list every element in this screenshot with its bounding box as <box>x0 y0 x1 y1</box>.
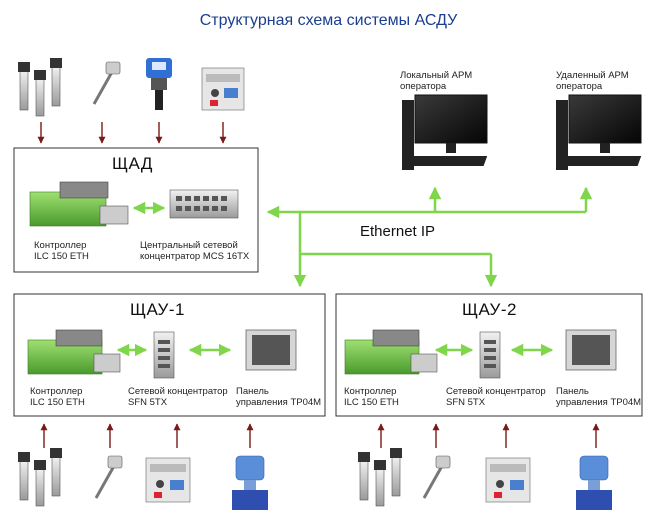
operator-panel-label: Панель управления TP04M <box>236 386 322 408</box>
controller-label: Контроллер ILC 150 ETH <box>34 240 89 262</box>
ethernet-bus <box>266 186 593 288</box>
cabinet-shad-title: ЩАД <box>112 154 153 173</box>
temperature-probe-icon <box>422 455 451 499</box>
central-hub-icon <box>169 189 239 219</box>
pressure-sensors-icon <box>18 58 62 117</box>
sensor-arrows-bottom-right <box>377 423 600 448</box>
valve-actuator-icon <box>576 455 612 510</box>
network-hub-icon <box>153 331 175 379</box>
workstation-local-label: Локальный АРМ оператора <box>400 70 473 92</box>
workstation-remote-icon <box>556 94 642 170</box>
cabinet-shau1-title: ЩАУ-1 <box>130 300 185 319</box>
network-label: Ethernet IP <box>360 223 436 240</box>
controller-icon <box>344 329 438 375</box>
relay-icon <box>201 67 245 111</box>
cabinet-shau2-frame <box>335 293 643 417</box>
network-hub-label: Сетевой концентратор SFN 5TX <box>128 386 228 408</box>
network-hub-label: Сетевой концентратор SFN 5TX <box>446 386 546 408</box>
cabinet-shau1-frame <box>13 293 326 417</box>
cabinet-shau2-title: ЩАУ-2 <box>462 300 517 319</box>
pressure-sensors-icon <box>18 448 62 507</box>
cabinet-shad-frame <box>13 147 259 273</box>
sensor-arrows-top <box>37 122 227 144</box>
operator-panel-icon <box>245 329 297 371</box>
temperature-probe-icon <box>92 61 121 105</box>
workstation-local-icon <box>402 94 488 170</box>
controller-icon <box>29 181 129 227</box>
relay-icon <box>145 457 191 503</box>
controller-icon <box>27 329 121 375</box>
valve-actuator-icon <box>232 455 268 510</box>
controller-label: Контроллер ILC 150 ETH <box>344 386 399 408</box>
central-hub-label: Центральный сетевой концентратор MCS 16T… <box>140 240 250 262</box>
network-hub-icon <box>479 331 501 379</box>
sensor-arrows-bottom-left <box>40 423 254 448</box>
temperature-probe-icon <box>94 455 123 499</box>
diagram-title: Структурная схема системы АСДУ <box>199 12 458 29</box>
relay-icon <box>485 457 531 503</box>
level-sensor-icon <box>146 58 172 110</box>
operator-panel-icon <box>565 329 617 371</box>
controller-label: Контроллер ILC 150 ETH <box>30 386 85 408</box>
pressure-sensors-icon <box>358 448 402 507</box>
workstation-remote-label: Удаленный АРМ оператора <box>556 70 629 92</box>
operator-panel-label: Панель управления TP04M <box>556 386 642 408</box>
